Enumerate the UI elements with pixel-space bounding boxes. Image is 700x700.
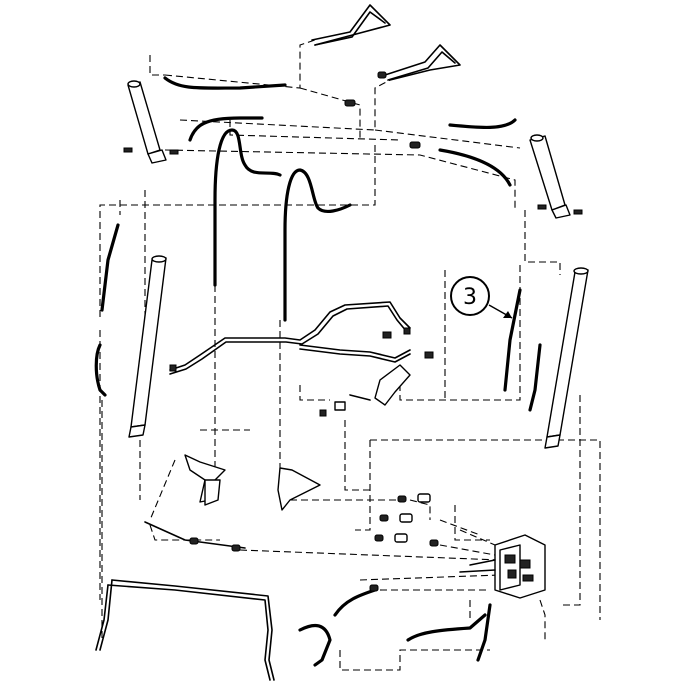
- fitting-cluster: [374, 493, 439, 547]
- top-right-lift-cylinder: [529, 134, 583, 219]
- lower-left-bracket: [184, 454, 226, 506]
- routing-dashed-lines: [99, 39, 601, 671]
- left-mid-lift-cylinder: [128, 255, 167, 438]
- lower-center-bracket: [277, 467, 321, 511]
- top-tube-loop-right: [377, 44, 461, 81]
- right-mid-lift-cylinder: [503, 267, 589, 449]
- middle-steel-tubes: [169, 301, 434, 375]
- lower-left-return-tube: [95, 579, 275, 681]
- center-long-hoses: [213, 128, 352, 322]
- top-tube-loop-left: [311, 4, 391, 46]
- control-valve-assembly: [459, 534, 546, 599]
- top-hoses: [163, 76, 517, 187]
- left-mid-hoses: [94, 223, 120, 397]
- center-mount-bracket: [319, 364, 411, 417]
- callout-3-label: 3: [463, 285, 477, 310]
- top-left-lift-cylinder: [123, 80, 179, 164]
- callout-3: 3: [450, 276, 513, 319]
- callout-3-circle: [450, 276, 490, 316]
- lower-hoses: [144, 521, 492, 667]
